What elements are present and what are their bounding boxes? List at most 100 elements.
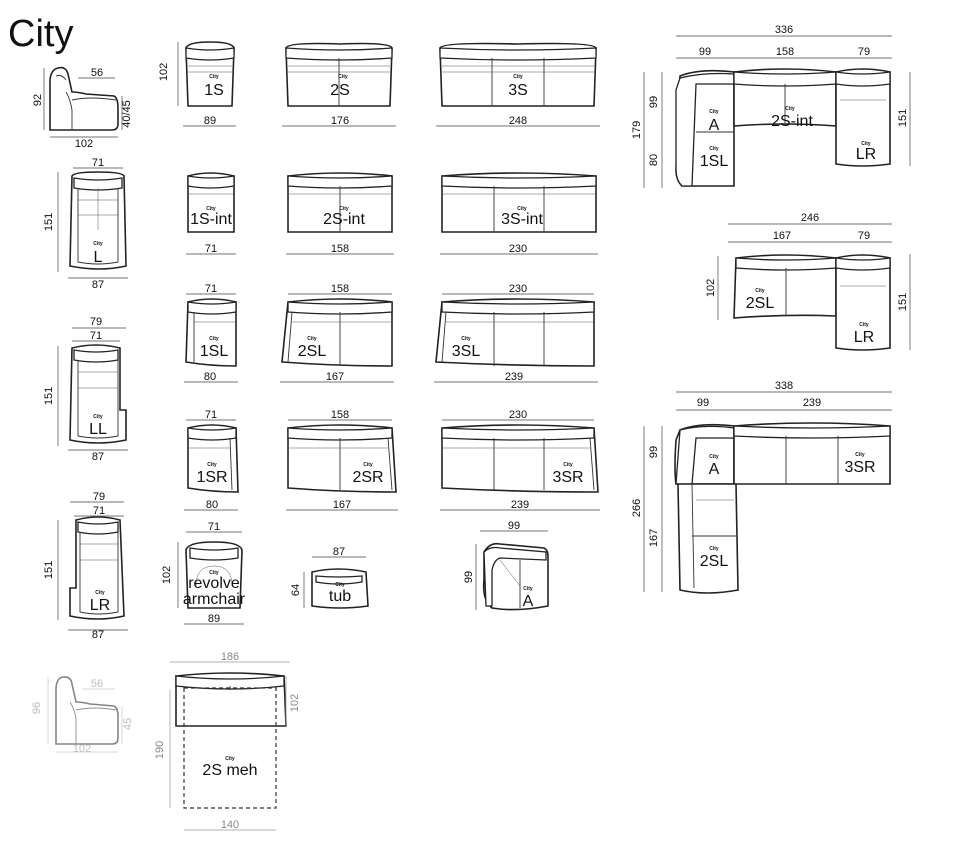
svg-text:City: City (785, 106, 795, 112)
module-2SR: City 2SR 158 167 (286, 409, 398, 511)
svg-text:1SL: 1SL (700, 153, 729, 170)
svg-text:140: 140 (221, 819, 239, 831)
svg-text:239: 239 (803, 397, 821, 409)
svg-text:151: 151 (43, 213, 55, 231)
svg-text:City: City (709, 454, 719, 460)
svg-text:City: City (338, 74, 348, 80)
svg-text:79: 79 (858, 230, 870, 242)
svg-text:City: City (517, 206, 527, 212)
svg-text:230: 230 (509, 283, 527, 295)
svg-text:City: City (855, 452, 865, 458)
svg-text:176: 176 (331, 115, 349, 127)
module-1SL: City 1SL 71 80 (184, 283, 238, 383)
svg-text:239: 239 (505, 371, 523, 383)
module-2S-int: City 2S-int 158 (286, 172, 394, 255)
module-3SL: City 3SL 230 239 (434, 283, 598, 383)
svg-text:79: 79 (93, 491, 105, 503)
svg-text:A: A (709, 461, 720, 478)
module-revolve-armchair: City revolve armchair 71 102 89 (161, 521, 246, 625)
svg-text:LR: LR (854, 329, 874, 346)
module-L: City L 71 151 87 (43, 157, 128, 291)
profile-seat-dim: 56 (91, 67, 103, 79)
svg-text:71: 71 (205, 283, 217, 295)
svg-text:City: City (709, 146, 719, 152)
svg-text:armchair: armchair (183, 591, 246, 608)
svg-text:2S meh: 2S meh (202, 762, 257, 779)
svg-text:2SL: 2SL (700, 553, 729, 570)
module-label: 1S (204, 82, 224, 99)
svg-text:151: 151 (897, 109, 909, 127)
svg-text:3SL: 3SL (452, 343, 481, 360)
svg-text:190: 190 (154, 741, 166, 759)
svg-text:158: 158 (331, 409, 349, 421)
svg-text:2SL: 2SL (746, 295, 775, 312)
svg-text:City: City (206, 206, 216, 212)
svg-text:80: 80 (206, 499, 218, 511)
svg-text:167: 167 (773, 230, 791, 242)
svg-text:99: 99 (699, 46, 711, 58)
svg-text:336: 336 (775, 24, 793, 36)
svg-text:City: City (461, 336, 471, 342)
svg-text:248: 248 (509, 115, 527, 127)
svg-text:158: 158 (776, 46, 794, 58)
svg-text:3S: 3S (508, 82, 528, 99)
svg-text:71: 71 (205, 409, 217, 421)
svg-text:71: 71 (208, 521, 220, 533)
svg-text:2SL: 2SL (298, 343, 327, 360)
combination-3: 338 99 239 City A City 3SR City 2SL 266 … (631, 380, 892, 594)
profile-height-dim: 92 (32, 94, 44, 106)
svg-text:230: 230 (509, 409, 527, 421)
svg-text:158: 158 (331, 243, 349, 255)
profile2-seat-height-dim: 45 (122, 718, 134, 730)
svg-text:City: City (93, 241, 103, 247)
svg-text:3SR: 3SR (844, 459, 875, 476)
profile2-depth-dim: 102 (73, 743, 91, 755)
svg-text:2S: 2S (330, 82, 350, 99)
svg-text:99: 99 (648, 446, 660, 458)
svg-text:City: City (513, 74, 523, 80)
svg-text:158: 158 (331, 283, 349, 295)
svg-text:87: 87 (333, 546, 345, 558)
svg-text:City: City (95, 590, 105, 596)
svg-text:LL: LL (89, 421, 107, 438)
svg-text:1S-int: 1S-int (190, 211, 232, 228)
svg-text:LR: LR (856, 146, 876, 163)
module-1S-int: City 1S-int 71 (186, 172, 236, 255)
svg-text:City: City (207, 462, 217, 468)
module-3S: City 3S 248 (436, 42, 600, 127)
module-LR: City LR 79 71 151 87 (43, 491, 128, 641)
svg-text:City: City (523, 586, 533, 592)
svg-text:102: 102 (158, 63, 170, 81)
svg-text:2SR: 2SR (352, 469, 383, 486)
module-LL: City LL 79 71 151 87 (43, 316, 128, 463)
profile-view-bottom: 56 102 96 45 (31, 676, 134, 755)
module-3SR: City 3SR 230 239 (440, 409, 600, 511)
svg-text:80: 80 (648, 154, 660, 166)
svg-text:71: 71 (92, 157, 104, 169)
svg-text:151: 151 (43, 387, 55, 405)
svg-text:71: 71 (93, 505, 105, 517)
module-A: City A 99 99 (463, 520, 549, 611)
svg-text:A: A (709, 117, 720, 134)
svg-text:99: 99 (463, 571, 475, 583)
combination-2: 246 167 79 City 2SL City LR 102 151 (705, 212, 911, 351)
svg-text:151: 151 (897, 293, 909, 311)
svg-text:102: 102 (289, 694, 301, 712)
svg-text:80: 80 (204, 371, 216, 383)
svg-text:239: 239 (511, 499, 529, 511)
svg-text:City: City (307, 336, 317, 342)
svg-text:179: 179 (631, 121, 643, 139)
profile-view-top: 56 102 92 40/45 (32, 66, 133, 150)
svg-text:99: 99 (697, 397, 709, 409)
svg-text:revolve: revolve (188, 575, 240, 592)
svg-text:2S-int: 2S-int (323, 211, 365, 228)
svg-text:City: City (93, 414, 103, 420)
module-2S: City 2S 176 (282, 42, 396, 127)
page-title: City (8, 13, 73, 55)
svg-text:151: 151 (43, 561, 55, 579)
module-3S-int: City 3S-int 230 (440, 172, 598, 255)
svg-text:City: City (209, 336, 219, 342)
svg-text:City: City (563, 462, 573, 468)
svg-text:City: City (335, 582, 345, 588)
